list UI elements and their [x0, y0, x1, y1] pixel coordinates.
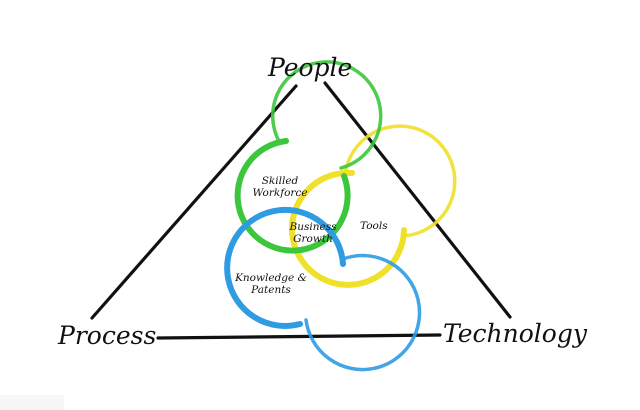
green-circle [234, 60, 383, 254]
center-label-business-growth: Business Growth [282, 221, 344, 245]
edge-people-process [90, 84, 298, 320]
circle-label-skilled-workforce: Skilled Workforce [248, 175, 312, 199]
knowledge-line2: Patents [251, 284, 291, 297]
corner-watermark [0, 395, 64, 410]
circle-label-knowledge-patents: Knowledge & Patents [232, 272, 310, 296]
business-line1: Business [289, 221, 337, 233]
edge-process-technology [156, 333, 442, 340]
edge-people-technology [323, 81, 512, 319]
business-line2: Growth [293, 233, 333, 246]
skilled-line2: Workforce [252, 187, 308, 200]
corner-label-technology: Technology [443, 319, 587, 348]
circle-label-tools: Tools [360, 220, 388, 232]
corner-label-process: Process [58, 321, 157, 350]
skilled-line1: Skilled [261, 175, 299, 187]
yellow-circle [289, 124, 457, 288]
blue-circle [224, 206, 422, 372]
corner-label-people: People [268, 53, 353, 82]
knowledge-line1: Knowledge & [235, 272, 307, 284]
